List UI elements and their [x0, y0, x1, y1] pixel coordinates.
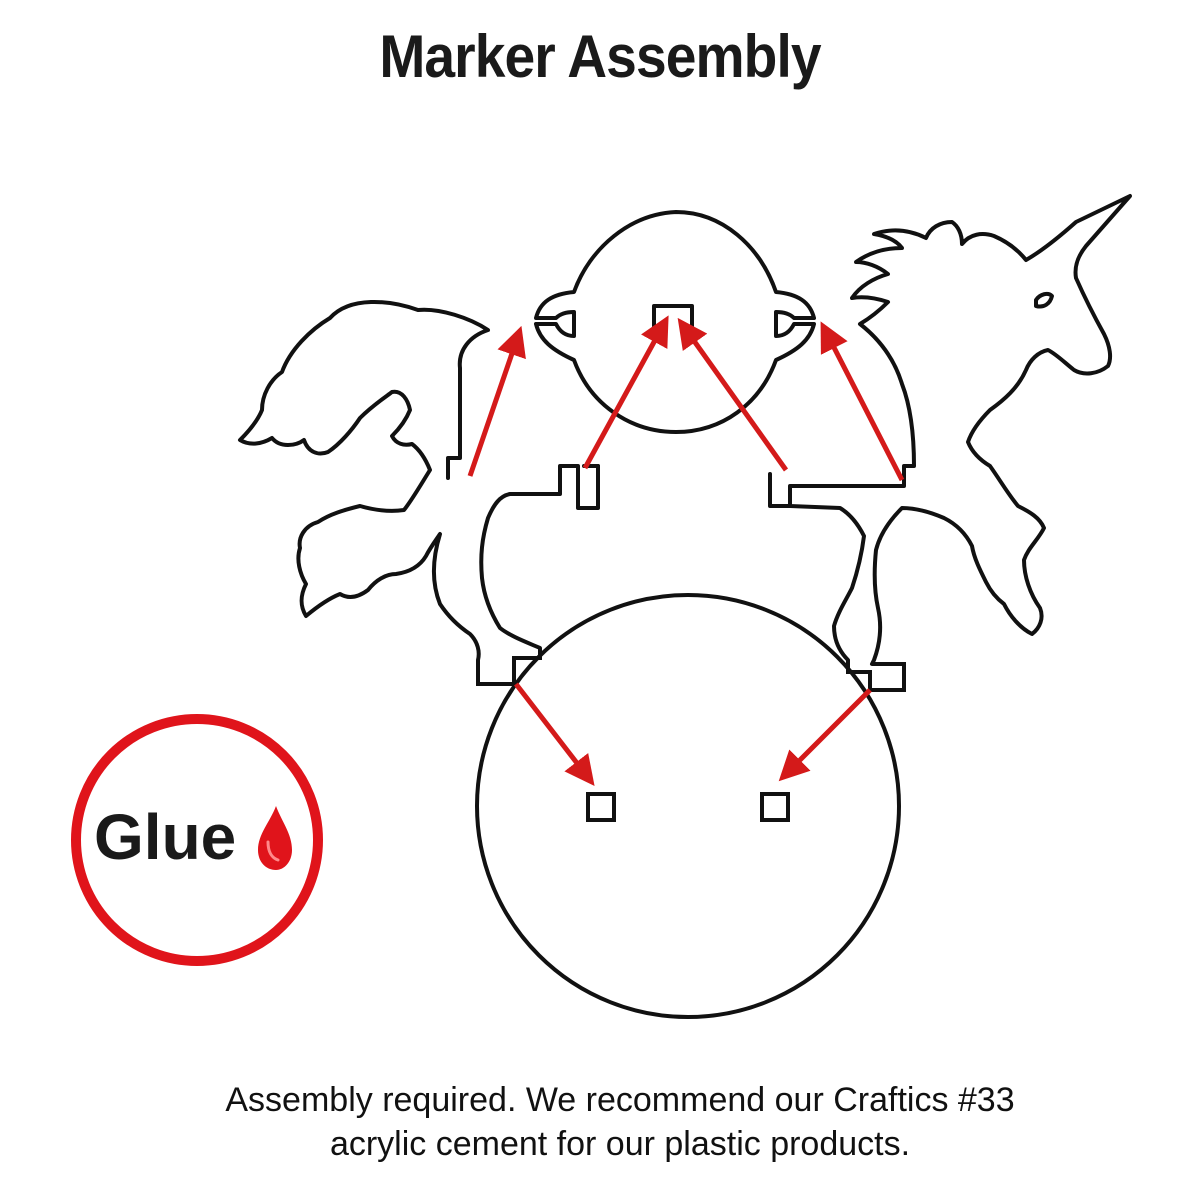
base-disc [475, 593, 901, 1019]
unicorn-outline [238, 194, 1132, 692]
base-slot-right [760, 792, 790, 822]
base-slot-left [586, 792, 616, 822]
arrow-right-tab-to-slot [820, 321, 905, 482]
arrow-left-foot-to-base [514, 682, 595, 786]
arrow-left-notch-to-center [582, 315, 669, 470]
caption-line-1: Assembly required. We recommend our Craf… [225, 1081, 1015, 1119]
arrow-right-foot-to-base [778, 688, 872, 782]
caption: Assembly required. We recommend our Craf… [0, 1078, 1200, 1166]
glue-badge [71, 714, 323, 966]
assembly-arrows [467, 315, 905, 786]
glue-badge-ring [71, 714, 323, 966]
glue-drop-icon [258, 806, 292, 870]
glue-label: Glue [94, 801, 237, 873]
arrow-left-tab-to-slot [467, 325, 526, 477]
caption-line-2: acrylic cement for our plastic products. [329, 1125, 911, 1163]
arrow-right-notch-to-center [677, 317, 789, 472]
page-title: Marker Assembly [379, 23, 821, 90]
